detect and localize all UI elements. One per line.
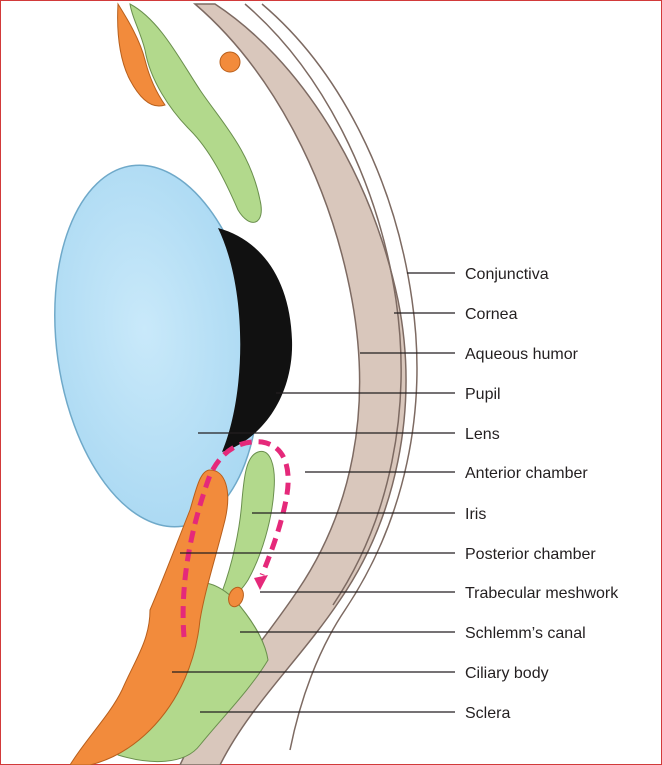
- label-anterior-chamber: Anterior chamber: [465, 465, 588, 482]
- label-cornea: Cornea: [465, 306, 518, 323]
- aqueous-flow-arrowhead: [254, 575, 268, 590]
- label-trabecular-meshwork: Trabecular meshwork: [465, 585, 619, 602]
- label-iris: Iris: [465, 506, 486, 523]
- upper-orange-nodule: [220, 52, 240, 72]
- label-sclera: Sclera: [465, 705, 510, 722]
- label-ciliary-body: Ciliary body: [465, 665, 549, 682]
- label-lens: Lens: [465, 426, 500, 443]
- label-pupil: Pupil: [465, 386, 501, 403]
- label-aqueous-humor: Aqueous humor: [465, 346, 579, 363]
- label-conjunctiva: Conjunctiva: [465, 266, 549, 283]
- label-posterior-chamber: Posterior chamber: [465, 546, 596, 563]
- label-schlemms-canal: Schlemm’s canal: [465, 625, 586, 642]
